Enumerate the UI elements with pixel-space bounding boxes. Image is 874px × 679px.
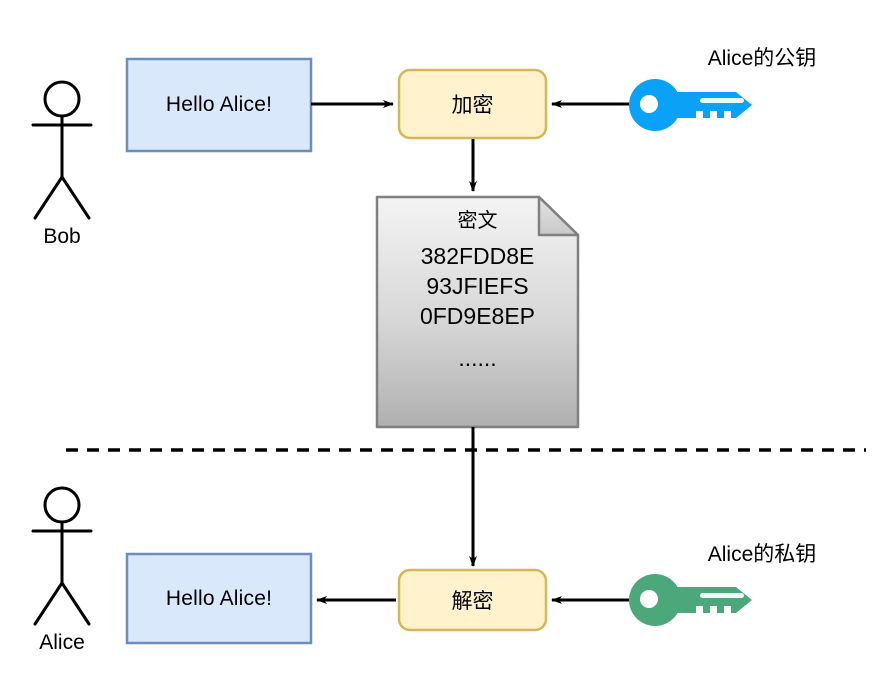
- message-box-bottom: [125, 552, 313, 645]
- actor-alice-figure: [31, 486, 93, 626]
- ciphertext-document: [375, 195, 580, 429]
- actor-bob-head: [43, 80, 81, 118]
- private-key-icon: [629, 574, 752, 626]
- actor-bob-figure: [31, 80, 93, 220]
- actor-bob-leg-left: [33, 175, 64, 220]
- public-key-icon: [629, 79, 752, 131]
- message-box-top: [125, 57, 313, 153]
- actor-alice-leg-left: [33, 581, 64, 626]
- actor-bob-leg-right: [60, 175, 91, 220]
- process-box-encrypt: [397, 68, 548, 140]
- process-box-decrypt: [397, 568, 548, 632]
- actor-alice-leg-right: [60, 581, 91, 626]
- actor-alice-head: [43, 486, 81, 524]
